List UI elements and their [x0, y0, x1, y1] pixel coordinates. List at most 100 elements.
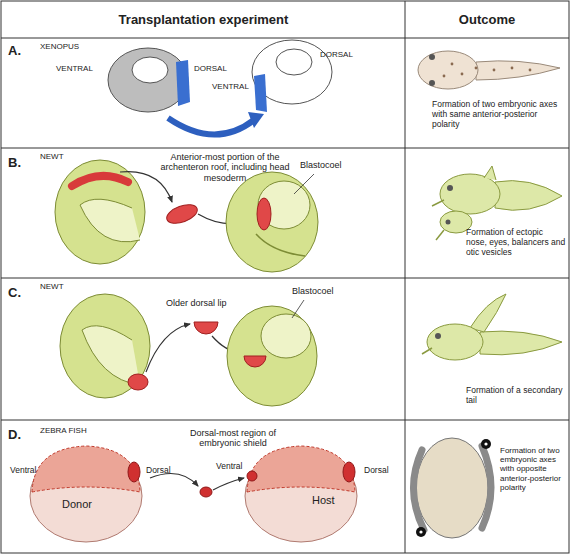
axis-label: Ventral [10, 466, 36, 476]
transfer-arrow [213, 478, 244, 490]
outcome-text: Formation of two embryonic axes with opp… [500, 446, 568, 492]
blastocoel [258, 181, 310, 229]
outcome-text: Formation of a secondary tail [466, 386, 566, 406]
species-name: NEWT [40, 152, 64, 161]
tadpole-tail [476, 61, 560, 80]
row-letter: B. [8, 156, 21, 171]
transfer-arrow [146, 324, 190, 372]
blastoderm-cap [32, 446, 140, 492]
axis-label: DORSAL [194, 64, 227, 73]
embryonic-axis [413, 450, 424, 530]
eye [429, 80, 435, 86]
eye-highlight [419, 530, 422, 533]
balancer [436, 230, 444, 240]
axis-label: Dorsal [146, 466, 171, 476]
graft-piece [164, 201, 200, 227]
donor-embryo [60, 294, 150, 398]
tadpole-tail [480, 331, 562, 355]
graft-piece [194, 322, 218, 334]
header-text: Outcome [459, 13, 515, 28]
row-letter: C. [8, 286, 21, 301]
eye [447, 185, 453, 191]
eye [446, 220, 451, 225]
species-name: ZEBRA FISH [40, 426, 87, 435]
embryonic-shield [128, 462, 140, 482]
header-text: Transplantation experiment [119, 13, 289, 28]
graft-piece [200, 487, 212, 497]
yolk-embryo [416, 438, 488, 538]
transfer-arrow [120, 172, 172, 202]
transfer-arrow [168, 118, 254, 135]
blastocoel [132, 57, 168, 83]
donor-embryo [108, 48, 188, 112]
embryonic-shield [343, 462, 355, 482]
blastoderm-cap [247, 446, 355, 492]
donor-embryo [55, 160, 145, 264]
column-header: Outcome [406, 2, 568, 38]
callout-text: Older dorsal lip [166, 298, 227, 308]
callout-text: Blastocoel [292, 286, 334, 296]
pigment-dot [461, 73, 464, 76]
species-name: NEWT [40, 282, 64, 291]
leader-line [292, 300, 304, 318]
pigment-dot [451, 63, 454, 66]
archenteron [256, 234, 305, 256]
pigment-dot [475, 67, 478, 70]
grafted-tissue [257, 198, 271, 230]
row-letter: A. [8, 44, 21, 59]
eye [416, 527, 426, 537]
embryo-outline [26, 432, 146, 544]
eye [435, 333, 441, 339]
dorsal-tissue [176, 60, 190, 106]
eye-highlight [484, 442, 487, 445]
host-embryo [227, 306, 317, 406]
pigment-dot [493, 69, 496, 72]
row-letter: D. [8, 428, 21, 443]
tadpole-tail [495, 181, 562, 211]
embryo-outline [240, 432, 362, 544]
dorsal-lip [128, 374, 148, 390]
axis-label: Dorsal [364, 466, 389, 476]
arrow-head [248, 112, 264, 128]
callout-text: Dorsal-most region of embryonic shield [168, 428, 298, 449]
callout-text: Anterior-most portion of the archenteron… [150, 152, 300, 183]
pigment-dot [443, 75, 446, 78]
tadpole-body [440, 174, 500, 214]
tadpole-body [418, 51, 478, 89]
tadpole-body [427, 324, 483, 360]
archenteron-roof [72, 176, 128, 186]
embryo-label: Host [312, 494, 335, 507]
outcome-text: Formation of ectopic nose, eyes, balance… [466, 228, 566, 257]
archenteron [80, 199, 140, 242]
grafted-tissue [244, 356, 266, 367]
callout-text: Blastocoel [300, 160, 342, 170]
transfer-arrow [150, 474, 198, 487]
outcome-text: Formation of two embryonic axes with sam… [432, 100, 562, 129]
column-header: Transplantation experiment [2, 2, 405, 38]
axis-label: Ventral [216, 462, 242, 472]
leader-line [294, 174, 314, 194]
grafted-tissue [247, 471, 257, 481]
species-name: XENOPUS [40, 42, 79, 51]
blastocoel [261, 314, 311, 358]
axis-label: DORSAL [320, 50, 353, 59]
blastocoel [276, 49, 312, 75]
table-rule [1, 278, 569, 279]
balancer [422, 348, 432, 354]
eye [481, 439, 491, 449]
pigment-dot [511, 67, 514, 70]
eye [429, 54, 435, 60]
balancer [432, 200, 444, 206]
table-rule [1, 148, 569, 149]
embryo-label: Donor [62, 498, 92, 511]
fin [484, 166, 496, 180]
donor-embryo: Donor [26, 432, 146, 544]
axis-label: VENTRAL [56, 64, 93, 73]
secondary-tail [470, 294, 506, 332]
table-rule [405, 1, 406, 553]
table-rule [1, 420, 569, 421]
host-embryo: Host [240, 432, 362, 544]
pigment-dot [529, 69, 532, 72]
